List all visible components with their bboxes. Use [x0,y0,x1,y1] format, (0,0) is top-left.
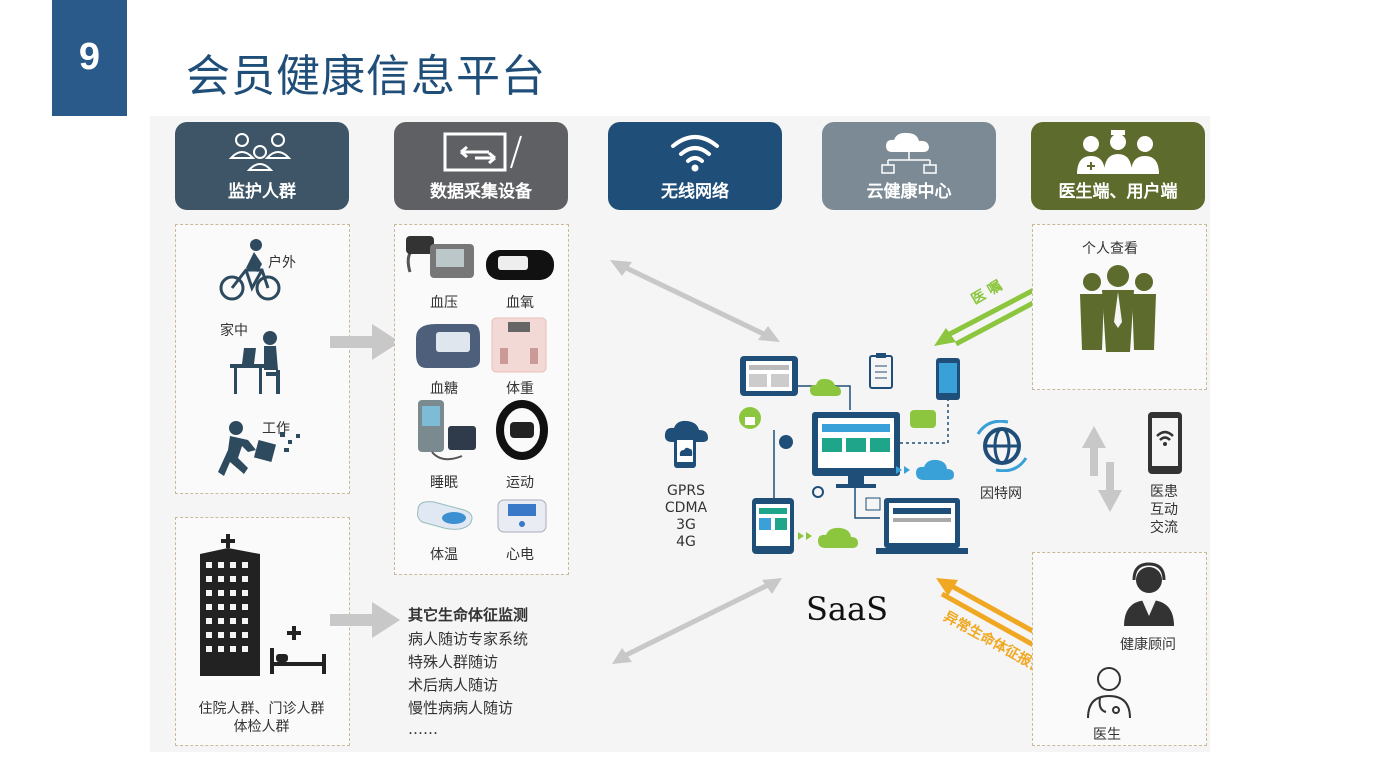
scene-home-label: 家中 [220,323,248,339]
doctor-side-box [1032,552,1207,746]
up-down-arrows [1082,426,1122,512]
interaction-line: 医患 [1150,484,1178,500]
network-type: GPRS [667,483,705,499]
desk-worker-icon [230,331,280,394]
device-label: 体温 [430,547,458,563]
hospital-label-line1: 住院人群、门诊人群 [198,701,325,717]
thermometer-icon [417,501,473,530]
saas-devices-cluster [739,353,968,554]
scene-outdoor-label: 户外 [268,255,296,271]
device-label: 体重 [506,381,534,397]
cloud-phone-icon [664,420,708,468]
category-monitor-group: 监护人群 [175,122,349,210]
hospital-label-line2: 体检人群 [233,719,290,735]
pulse-oximeter-icon [486,250,554,280]
device-label: 血压 [430,295,458,311]
slide-number: 9 [78,36,101,78]
network-type: 3G [676,517,696,533]
glucose-meter-icon [416,324,480,368]
category-label: 数据采集设备 [430,182,532,202]
device-label: 睡眠 [430,475,458,491]
list-item: …… [408,720,438,738]
category-label: 无线网络 [661,182,729,202]
weight-scale-icon [491,317,547,373]
internet-label: 因特网 [980,486,1022,502]
flow-arrow-right [330,602,400,638]
health-advisor-icon [1124,562,1174,626]
category-label: 云健康中心 [866,182,952,202]
smartphone-wifi-icon [1148,412,1182,474]
cyclist-icon [219,239,281,301]
wifi-icon [671,135,719,172]
ecg-monitor-icon [497,499,547,533]
slide-number-badge: 9 [52,0,127,116]
doctor-label: 医生 [1093,727,1121,743]
bidirectional-arrow-lower [612,578,782,664]
running-worker-icon [218,421,300,476]
blood-pressure-monitor-icon [406,236,474,278]
other-monitoring-heading: 其它生命体征监测 [408,606,529,624]
category-doctor-user: 医生端、用户端 [1031,122,1205,210]
page-title: 会员健康信息平台 [186,51,546,102]
transfer-screen-icon [443,132,522,172]
category-cloud-center: 云健康中心 [822,122,996,210]
list-item: 病人随访专家系统 [408,630,529,648]
saas-label: SaaS [806,590,888,628]
health-advisor-label: 健康顾问 [1120,637,1176,653]
flow-arrow-right [330,324,400,360]
people-icon [228,133,292,171]
device-label: 心电 [506,547,534,563]
interaction-line: 交流 [1150,520,1178,536]
list-item: 慢性病病人随访 [408,699,514,717]
list-item: 特殊人群随访 [408,653,499,671]
sleep-monitor-icon [418,400,476,461]
hospital-building-icon [200,534,326,676]
device-label: 血氧 [506,295,534,311]
personal-view-label: 个人查看 [1082,241,1138,257]
network-type: 4G [676,534,696,550]
device-label: 运动 [506,475,534,491]
device-label: 血糖 [430,381,458,397]
doctors-icon [1077,130,1159,174]
network-types: GPRS CDMA 3G 4G [650,483,722,551]
user-group-icon [1080,265,1156,352]
category-label: 医生端、用户端 [1058,182,1178,202]
interaction-line: 互动 [1150,502,1178,518]
doctor-icon [1087,667,1131,719]
internet-globe-icon [976,420,1028,472]
category-wireless-network: 无线网络 [608,122,782,210]
category-label: 监护人群 [228,182,296,202]
fitness-band-icon [496,400,548,460]
list-item: 术后病人随访 [408,676,499,694]
category-data-device: 数据采集设备 [394,122,568,210]
interaction-label: 医患 互动 交流 [1136,483,1192,537]
network-type: CDMA [664,500,708,516]
bidirectional-arrow-upper [610,260,780,342]
cloud-network-icon [881,132,937,174]
